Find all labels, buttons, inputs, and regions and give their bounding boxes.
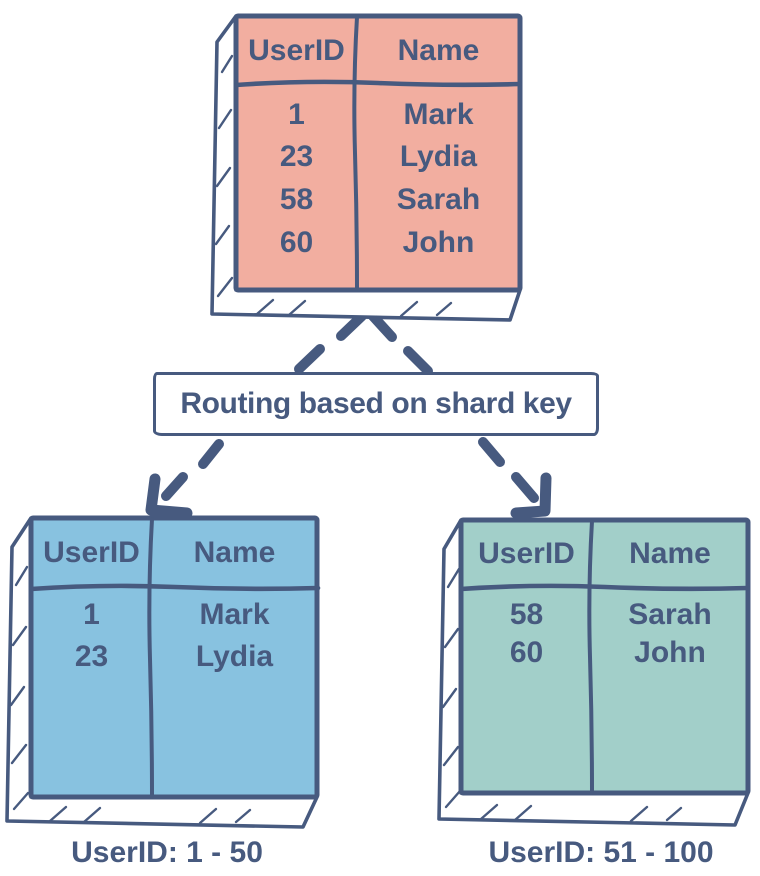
table-cell: Sarah bbox=[396, 183, 481, 216]
column-header-userid: UserID bbox=[43, 536, 140, 569]
arrow-router-to-shard2 bbox=[478, 437, 552, 519]
sketch-hatching bbox=[441, 567, 683, 823]
arrowhead-left-icon bbox=[145, 473, 193, 519]
table-cell: Lydia bbox=[399, 140, 478, 173]
shard2-table: UserID Name 58 Sarah 60 John bbox=[435, 505, 760, 837]
table-cell: 58 bbox=[509, 598, 544, 631]
table-cell: 1 bbox=[83, 598, 100, 631]
sketch-hatching bbox=[9, 565, 252, 825]
column-header-name: Name bbox=[397, 33, 480, 67]
table-cell: 23 bbox=[74, 640, 109, 673]
table-cell: Mark bbox=[199, 598, 270, 631]
table-cell: 23 bbox=[279, 140, 314, 173]
table-cell: 58 bbox=[279, 183, 314, 216]
shard1-table-frame bbox=[5, 515, 321, 829]
table-cell: 1 bbox=[288, 98, 305, 131]
column-header-name: Name bbox=[629, 537, 711, 570]
column-header-name: Name bbox=[193, 536, 276, 569]
table-cell: 60 bbox=[279, 226, 314, 259]
column-header-userid: UserID bbox=[478, 537, 575, 570]
router-label: Routing based on shard key bbox=[180, 387, 572, 420]
shard1-table: UserID Name 1 Mark 23 Lydia bbox=[0, 505, 334, 837]
shard2-table-frame bbox=[437, 517, 751, 827]
column-header-userid: UserID bbox=[248, 33, 345, 67]
arrow-router-to-shard1 bbox=[145, 439, 224, 519]
sketch-hatching bbox=[214, 54, 453, 318]
shard1-range-label: UserID: 1 - 50 bbox=[71, 836, 263, 869]
router-box: Routing based on shard key bbox=[153, 372, 599, 436]
table-cell: Lydia bbox=[195, 640, 274, 673]
source-table-frame bbox=[210, 13, 523, 322]
table-cell: John bbox=[402, 226, 475, 259]
table-cell: Mark bbox=[403, 98, 474, 131]
arrowhead-right-icon bbox=[510, 472, 552, 519]
shard2-range-label: UserID: 51 - 100 bbox=[488, 836, 714, 869]
table-cell: Sarah bbox=[628, 598, 712, 631]
table-cell: John bbox=[634, 636, 706, 669]
source-table: UserID Name 1 Mark 23 Lydia 58 Sarah 60 … bbox=[205, 8, 550, 326]
table-cell: 60 bbox=[509, 636, 544, 669]
